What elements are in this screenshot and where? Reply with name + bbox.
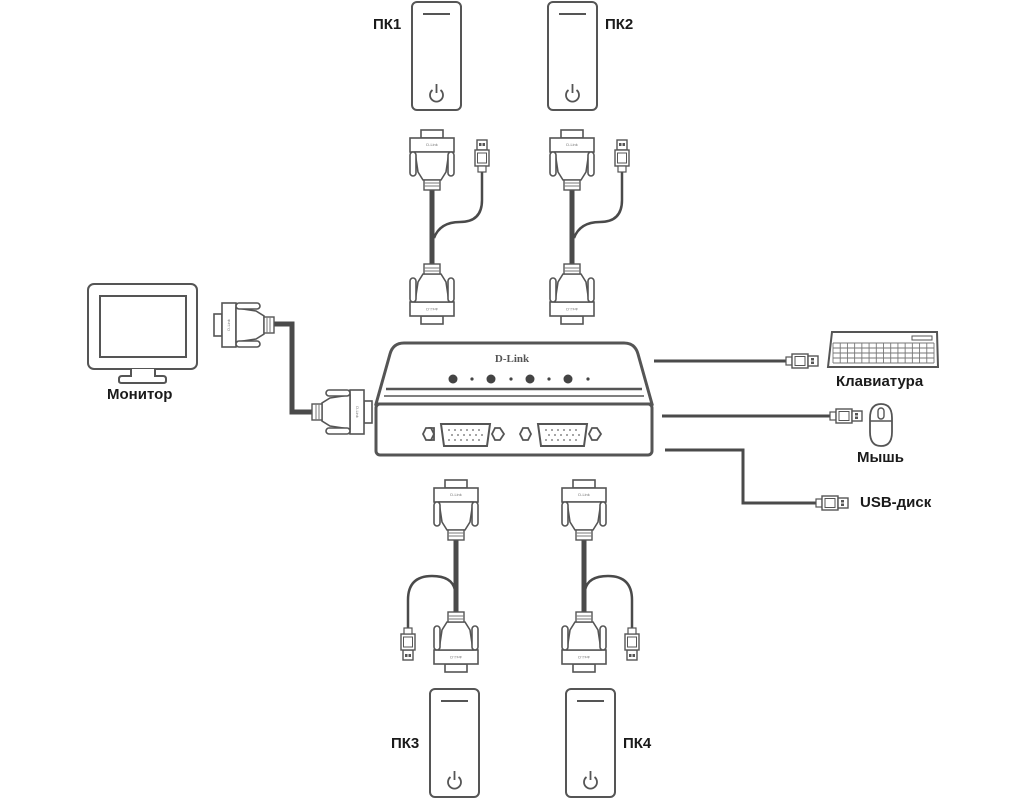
usb-plug-icon [474,139,490,173]
usb-plug-icon [785,353,819,369]
vga-connector-icon [561,479,607,541]
usb-plug-icon [624,627,640,661]
kvm-cable-pc4 [561,479,640,673]
keyboard-icon [826,331,940,368]
pc1-label: ПК1 [373,16,402,33]
monitor-label: Монитор [107,386,173,403]
vga-connector-icon [433,611,479,673]
usb-plug-icon [400,627,416,661]
kvm-switch: D-Link [374,341,654,457]
led-2 [486,374,496,384]
monitor-icon [87,283,198,384]
mouse-label: Мышь [857,449,905,466]
usb-disk-label: USB-диск [860,494,932,511]
kvm-cable-pc1 [409,129,490,325]
kvm-cable-pc3 [400,479,479,673]
pc2-tower [547,1,598,111]
vga-connector-icon [409,263,455,325]
vga-connector-icon [561,611,607,673]
mouse-icon [869,403,893,447]
usb-plug-icon [829,408,863,424]
keyboard-label: Клавиатура [836,373,924,390]
keyboard-usb-cable [654,353,819,369]
switch-brand-logo: D-Link [495,353,530,365]
vga-connector-icon [409,129,455,191]
usb-disk-cable [665,448,849,511]
led-indicators [448,374,590,384]
led-3 [525,374,535,384]
pc4-label: ПК4 [623,735,652,752]
pc4-tower [565,688,616,798]
vga-connector-icon [549,263,595,325]
usb-plug-icon [614,139,630,173]
kvm-cable-pc2 [549,129,630,325]
monitor-vga-cable [213,302,373,435]
led-4 [563,374,573,384]
pc3-label: ПК3 [391,735,420,752]
vga-port-2 [518,423,603,447]
pc2-label: ПК2 [605,16,634,33]
led-1 [448,374,458,384]
mouse-usb-cable [662,408,863,424]
vga-connector-icon [433,479,479,541]
pc3-tower [429,688,480,798]
vga-port-1 [421,423,506,447]
pc1-tower [411,1,462,111]
vga-connector-icon [549,129,595,191]
usb-plug-icon [815,495,849,511]
